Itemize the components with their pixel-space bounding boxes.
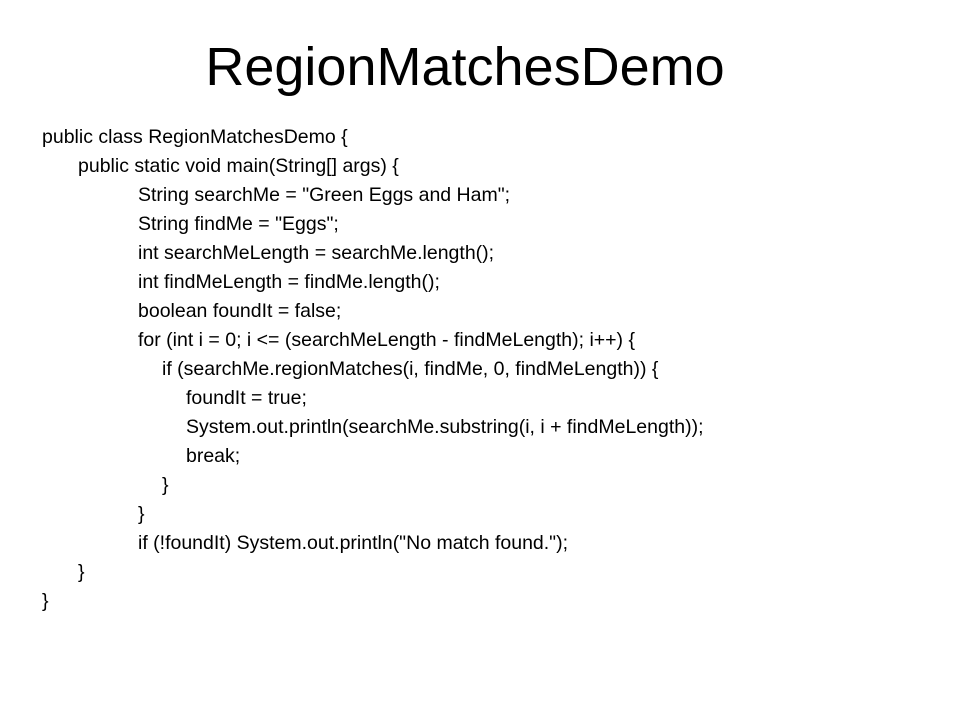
code-listing: public class RegionMatchesDemo { public … <box>42 123 942 616</box>
code-line: public class RegionMatchesDemo { <box>42 126 348 148</box>
code-line: } <box>138 503 145 525</box>
code-line: boolean foundIt = false; <box>138 300 342 322</box>
slide-title: RegionMatchesDemo <box>205 37 725 97</box>
code-line: foundIt = true; <box>186 387 307 409</box>
code-line: String searchMe = "Green Eggs and Ham"; <box>138 184 511 206</box>
code-line: } <box>42 590 49 612</box>
code-line: } <box>162 474 169 496</box>
code-line: int searchMeLength = searchMe.length(); <box>138 242 495 264</box>
code-line: String findMe = "Eggs"; <box>138 213 339 235</box>
code-line: if (searchMe.regionMatches(i, findMe, 0,… <box>162 358 659 380</box>
code-line: if (!foundIt) System.out.println("No mat… <box>138 532 569 554</box>
code-line: System.out.println(searchMe.substring(i,… <box>186 416 704 438</box>
code-line: break; <box>186 445 241 467</box>
code-line: } <box>78 561 85 583</box>
code-line: public static void main(String[] args) { <box>78 155 399 177</box>
code-line: int findMeLength = findMe.length(); <box>138 271 440 293</box>
code-line: for (int i = 0; i <= (searchMeLength - f… <box>138 329 635 351</box>
